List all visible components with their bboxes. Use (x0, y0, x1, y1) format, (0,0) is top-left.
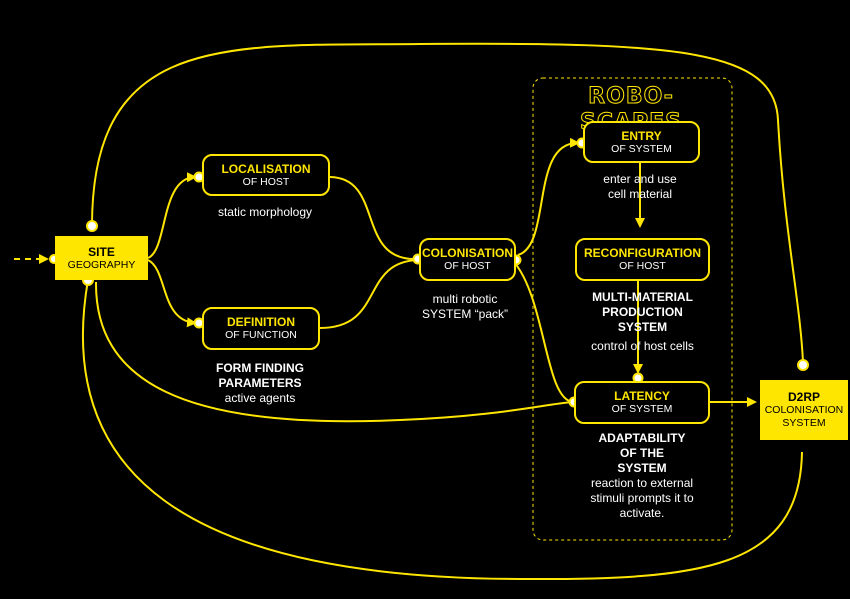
edge-site-latency (94, 281, 574, 423)
edge-localisation-colonisation (329, 176, 419, 261)
localisation-title: LOCALISATION (221, 161, 311, 176)
entry-note: enter and use cell material (580, 172, 700, 202)
edge-definition-colonisation (319, 259, 419, 329)
definition-note-bold-2: PARAMETERS (218, 376, 302, 390)
robo-scapes-title: ROBO-SCAPES (579, 84, 681, 136)
reconfiguration-note-bold-3: SYSTEM (617, 320, 668, 334)
reconfiguration-title: RECONFIGURATION (583, 246, 702, 260)
d2rp-subtitle: COLONISATION SYSTEM (764, 404, 844, 429)
latency-note-line-3: activate. (619, 506, 665, 520)
edge-site-localisation (147, 172, 197, 259)
definition-note-bold-1: FORM FINDING (216, 361, 304, 375)
site-title: SITE (88, 244, 115, 259)
edge-colonisation-entry (517, 137, 580, 256)
localisation-subtitle: OF HOST (242, 175, 290, 188)
colonisation-node: COLONISATION OF HOST (419, 238, 516, 281)
latency-note-bold-2: OF THE (620, 446, 664, 460)
localisation-note: static morphology (217, 205, 313, 219)
latency-title: LATENCY (614, 389, 670, 403)
edge-site-definition (147, 259, 197, 328)
latency-note: ADAPTABILITY OF THE SYSTEM reaction to e… (572, 431, 712, 521)
latency-note-bold-1: ADAPTABILITY (598, 431, 686, 445)
entry-subtitle: OF SYSTEM (611, 142, 672, 155)
definition-note: FORM FINDING PARAMETERS active agents (195, 361, 325, 406)
entry-node: ENTRY OF SYSTEM (583, 121, 700, 163)
definition-title: DEFINITION (227, 315, 295, 329)
latency-node: LATENCY OF SYSTEM (574, 381, 710, 424)
colonisation-subtitle: OF HOST (444, 260, 491, 272)
reconfiguration-subtitle: OF HOST (619, 260, 666, 272)
colonisation-note: multi robotic SYSTEM “pack” (405, 292, 525, 322)
site-subtitle: GEOGRAPHY (67, 258, 136, 271)
reconfiguration-note-text: control of host cells (591, 339, 694, 353)
latency-note-line-1: reaction to external (590, 476, 694, 490)
reconfiguration-note: MULTI-MATERIAL PRODUCTION SYSTEM control… (575, 290, 710, 354)
latency-note-line-2: stimuli prompts it to (590, 491, 694, 505)
definition-subtitle: OF FUNCTION (225, 329, 297, 341)
entry-note-line-2: cell material (607, 187, 673, 201)
latency-note-bold-3: SYSTEM (617, 461, 667, 475)
reconfiguration-note-bold-2: PRODUCTION (602, 305, 683, 319)
reconfiguration-node: RECONFIGURATION OF HOST (575, 238, 710, 281)
entry-note-line-1: enter and use (603, 172, 677, 186)
reconfiguration-note-bold-1: MULTI-MATERIAL (592, 290, 693, 304)
robo-scapes-frame (532, 77, 733, 541)
port-dot (86, 220, 98, 232)
latency-subtitle: OF SYSTEM (611, 403, 673, 415)
site-node: SITE GEOGRAPHY (55, 236, 148, 280)
localisation-node: LOCALISATION OF HOST (202, 154, 330, 196)
d2rp-node: D2RP COLONISATION SYSTEM (760, 380, 848, 440)
edge-site-bottom-loop (81, 279, 803, 581)
d2rp-title: D2RP (787, 390, 820, 404)
colonisation-title: COLONISATION (421, 246, 514, 260)
port-dot (797, 359, 809, 371)
edge-colonisation-latency (513, 261, 574, 403)
colonisation-note-line-2: SYSTEM “pack” (421, 307, 508, 321)
entry-title: ENTRY (621, 128, 662, 143)
edge-site-top-loop (91, 42, 804, 363)
definition-node: DEFINITION OF FUNCTION (202, 307, 320, 350)
definition-note-text: active agents (224, 391, 296, 405)
colonisation-note-line-1: multi robotic (432, 292, 498, 306)
